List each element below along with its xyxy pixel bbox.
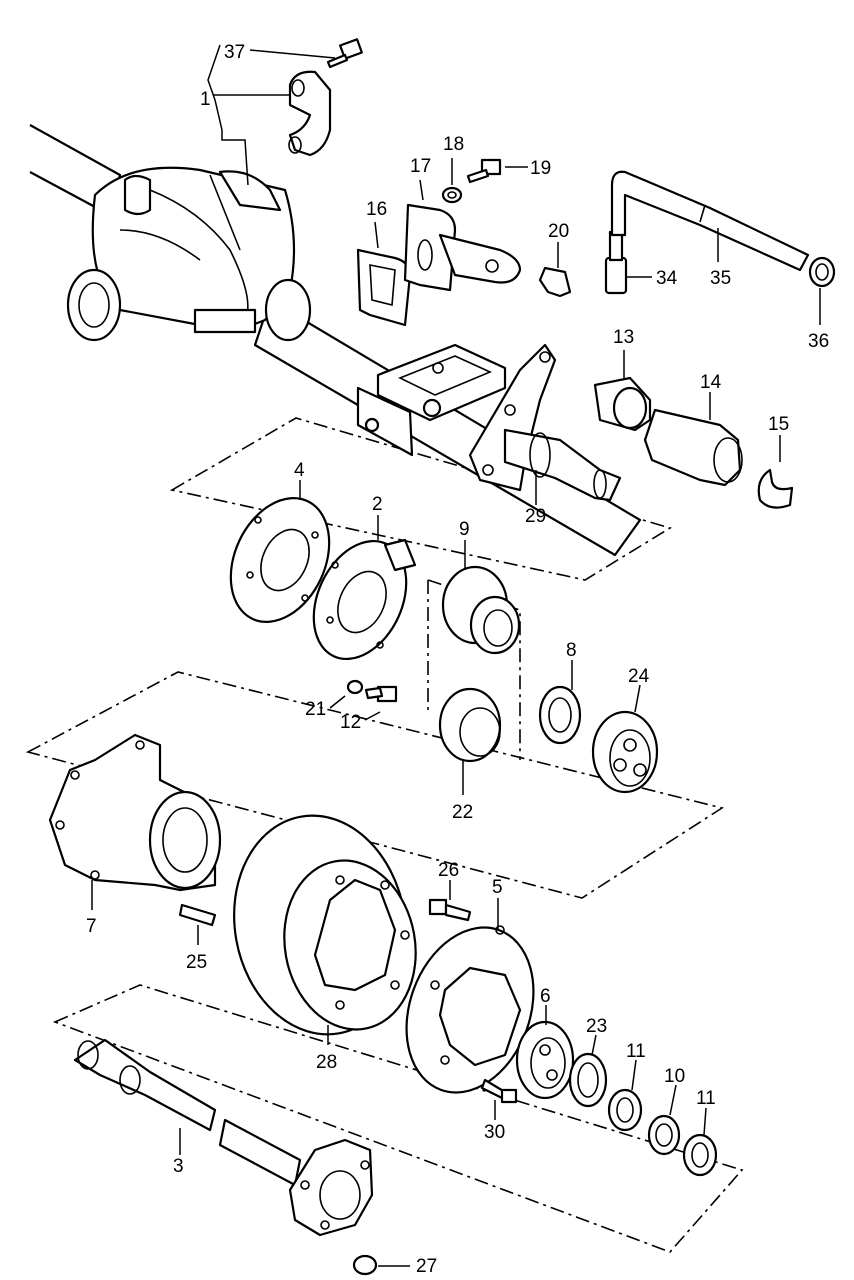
callout-18: 18	[443, 134, 464, 155]
callout-21: 21	[305, 699, 326, 720]
hub-part-7	[48, 733, 222, 892]
callout-15: 15	[768, 414, 789, 435]
callout-26: 26	[438, 860, 459, 881]
callout-22: 22	[452, 802, 473, 823]
callout-12: 12	[340, 712, 361, 733]
sleeve-part-13	[593, 376, 652, 432]
washer-part-18	[441, 186, 463, 204]
nut-part-27	[352, 1254, 378, 1276]
nipple-part-34	[604, 230, 628, 295]
callout-7: 7	[86, 916, 97, 937]
nut-part-36	[808, 256, 836, 288]
seal-part-9	[441, 565, 521, 655]
nut-part-11-inner	[607, 1088, 643, 1132]
shield-part-2	[312, 538, 417, 661]
nut-part-11-outer	[682, 1133, 718, 1177]
callout-30: 30	[484, 1122, 505, 1143]
callout-34: 34	[656, 268, 678, 289]
callout-1: 1	[200, 89, 211, 110]
ring-part-22	[438, 687, 502, 763]
backing-plate-part-4	[229, 496, 331, 624]
bolt-part-26	[428, 898, 472, 922]
callout-10: 10	[664, 1066, 685, 1087]
boot-part-14	[643, 408, 743, 487]
callout-4: 4	[294, 460, 305, 481]
hose-part-35	[610, 170, 810, 272]
shaft-group-outline	[52, 984, 744, 1253]
callout-6: 6	[540, 986, 551, 1007]
clamp-part-1	[288, 70, 332, 157]
hub-group-outline	[25, 671, 724, 899]
callout-36: 36	[808, 331, 829, 352]
flange-part-17	[403, 203, 522, 292]
callout-2: 2	[372, 494, 383, 515]
callout-8: 8	[566, 640, 577, 661]
callout-13: 13	[613, 327, 634, 348]
circlip-part-15	[757, 468, 794, 509]
bolt-part-25	[178, 903, 217, 927]
brake-drum-part-28	[233, 814, 417, 1036]
callout-11-inner: 11	[626, 1041, 646, 1062]
bolt-part-19	[466, 158, 502, 184]
callout-17: 17	[410, 156, 431, 177]
callout-20: 20	[548, 221, 569, 242]
bearing-part-24	[591, 710, 659, 794]
callout-19: 19	[530, 158, 551, 179]
bearing-part-6	[515, 1020, 575, 1100]
axle-housing	[29, 124, 642, 557]
flange-part-5	[405, 925, 535, 1094]
bearing-group-outline	[169, 417, 672, 581]
callout-37: 37	[224, 42, 245, 63]
callout-28: 28	[316, 1052, 337, 1073]
callout-9: 9	[459, 519, 470, 540]
callout-labels: 37 1 16 17 18 19 20 34 35 36 13 14 15 29…	[86, 42, 829, 1277]
callout-5: 5	[492, 877, 503, 898]
washer-part-21	[346, 679, 364, 695]
callout-24: 24	[628, 666, 650, 687]
seal-part-8	[538, 685, 582, 745]
gasket-part-16	[356, 248, 412, 327]
drive-shaft-part-3	[73, 1038, 374, 1237]
bolt-part-30	[480, 1078, 518, 1104]
callout-23: 23	[586, 1016, 607, 1037]
callout-27: 27	[416, 1256, 437, 1277]
callout-3: 3	[173, 1156, 184, 1177]
callout-14: 14	[700, 372, 722, 393]
bolt-part-37	[326, 38, 363, 69]
callout-35: 35	[710, 268, 731, 289]
callout-25: 25	[186, 952, 207, 973]
callout-11-outer: 11	[696, 1088, 716, 1109]
callout-29: 29	[525, 506, 546, 527]
bolt-part-12	[364, 685, 398, 703]
ring-part-23	[568, 1052, 608, 1108]
callout-16: 16	[366, 199, 387, 220]
bleed-screw-part-20	[538, 266, 572, 298]
lock-washer-part-10	[647, 1114, 681, 1156]
leader-lines	[91, 44, 821, 1267]
